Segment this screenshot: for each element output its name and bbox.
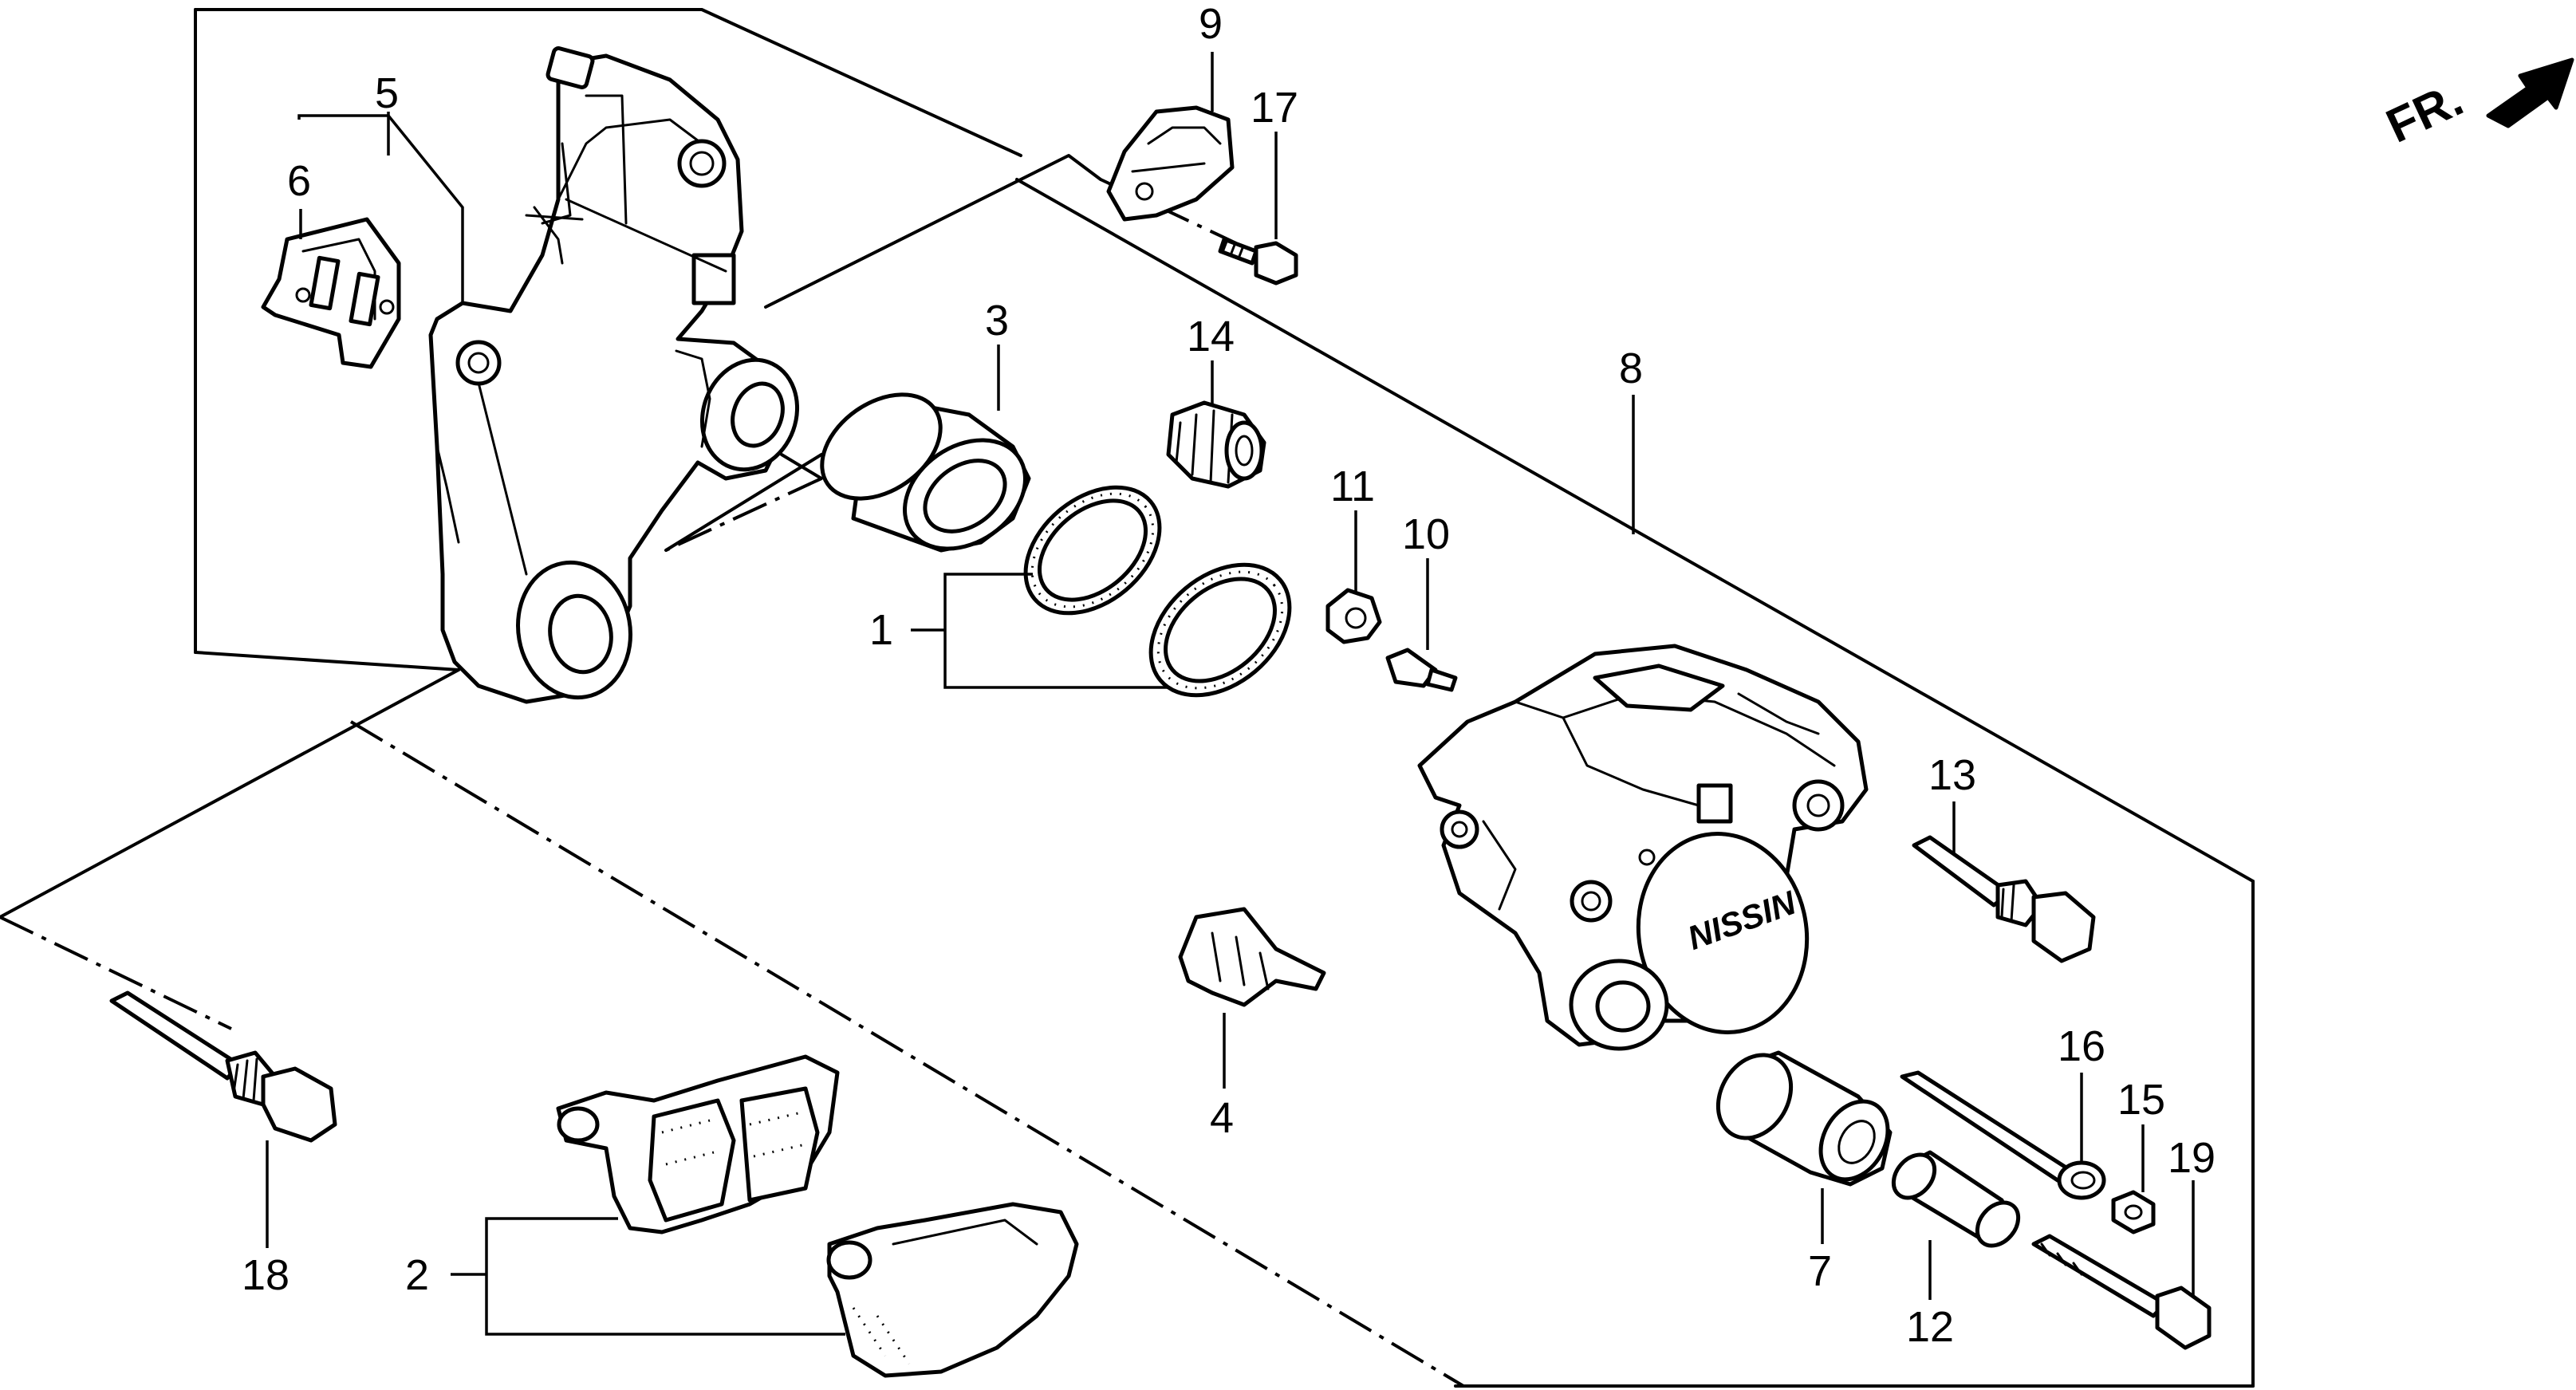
callout-4: 4 (1210, 1094, 1234, 1142)
front-arrow-icon (2486, 57, 2574, 128)
brake-pad-set (556, 1054, 1079, 1378)
pad-spring (261, 217, 401, 369)
callout-6: 6 (287, 157, 311, 205)
leader-lines (266, 52, 2195, 1336)
bleeder-valve (1385, 648, 1458, 692)
clamp-bolt (1218, 237, 1298, 285)
callout-8: 8 (1619, 345, 1643, 392)
callout-13: 13 (1928, 751, 1976, 799)
mounting-bolt (109, 990, 337, 1143)
pad-retainer (1178, 907, 1326, 1007)
callout-2: 2 (405, 1251, 429, 1299)
callout-16: 16 (2058, 1022, 2105, 1070)
callout-10: 10 (1402, 510, 1450, 558)
pin-bolt-upper (1912, 835, 2096, 963)
callout-5: 5 (375, 69, 399, 117)
front-direction-indicator: FR. (2378, 57, 2574, 153)
slide-boot (1715, 1050, 1893, 1187)
callout-9: 9 (1199, 0, 1223, 48)
callout-17: 17 (1251, 84, 1298, 132)
callout-12: 12 (1906, 1303, 1954, 1351)
hose-clamp (1106, 105, 1235, 222)
callout-19: 19 (2168, 1134, 2216, 1182)
front-direction-label: FR. (2378, 72, 2471, 153)
bleeder-cap (1325, 588, 1382, 644)
caliper-body: NISSIN (1417, 644, 1869, 1051)
callout-15: 15 (2117, 1076, 2165, 1124)
callout-18: 18 (242, 1251, 290, 1299)
slide-pin-long (1900, 1070, 2106, 1200)
callout-1: 1 (869, 606, 893, 654)
caliper-bracket (428, 46, 800, 704)
piston-seal-set (1023, 485, 1292, 698)
pin-bolt-lower (2031, 1234, 2212, 1350)
callout-labels: 1 2 3 4 5 6 7 8 9 10 11 12 13 14 15 16 1… (242, 0, 2216, 1351)
pin-boot (1166, 400, 1266, 489)
callout-7: 7 (1808, 1247, 1832, 1295)
piston (820, 392, 1031, 553)
callout-14: 14 (1187, 313, 1235, 360)
callout-11: 11 (1330, 463, 1375, 510)
callout-3: 3 (985, 297, 1009, 345)
pin-sleeve (1891, 1150, 2021, 1248)
nut (2111, 1190, 2156, 1234)
